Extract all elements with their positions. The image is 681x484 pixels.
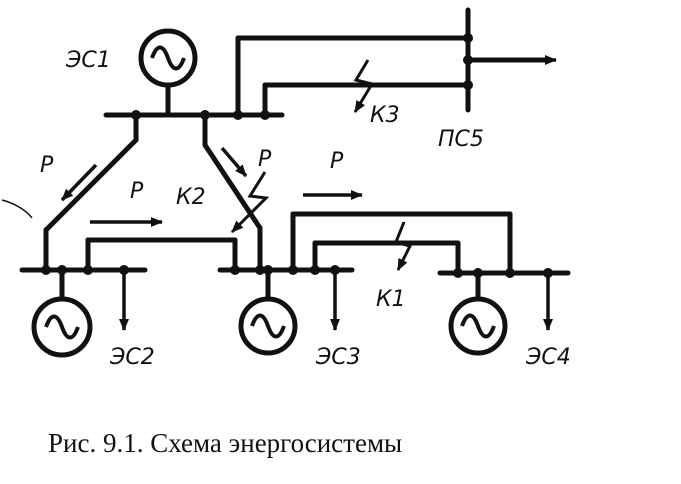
flow-arrow-left <box>60 163 98 202</box>
label-es3: ЭС3 <box>315 345 361 370</box>
label-es1: ЭС1 <box>65 48 111 73</box>
label-es4: ЭС4 <box>525 345 571 370</box>
label-k3: К3 <box>370 103 400 128</box>
label-p-right2: Р <box>330 149 344 174</box>
fault-k1-icon <box>393 221 413 271</box>
sine-icon <box>44 314 80 340</box>
label-ps5: ПС5 <box>438 127 484 152</box>
sine-icon <box>460 313 496 339</box>
fault-k3-icon <box>353 59 375 113</box>
generator-es2-icon <box>31 296 93 358</box>
label-p-right1: Р <box>258 147 272 172</box>
label-p-mid: Р <box>130 179 144 204</box>
label-p-left: Р <box>40 153 54 178</box>
sine-icon <box>250 313 286 339</box>
fault-k2-icon <box>230 171 270 234</box>
generator-es3-icon <box>238 296 298 356</box>
label-es2: ЭС2 <box>109 345 155 370</box>
flow-arrow-right1 <box>220 146 248 178</box>
figure-caption: Рис. 9.1. Схема энергосистемы <box>48 428 402 458</box>
label-k1: К1 <box>376 287 406 312</box>
generator-es4-icon <box>448 296 508 356</box>
label-k2: К2 <box>176 185 206 210</box>
sine-icon <box>150 45 186 71</box>
